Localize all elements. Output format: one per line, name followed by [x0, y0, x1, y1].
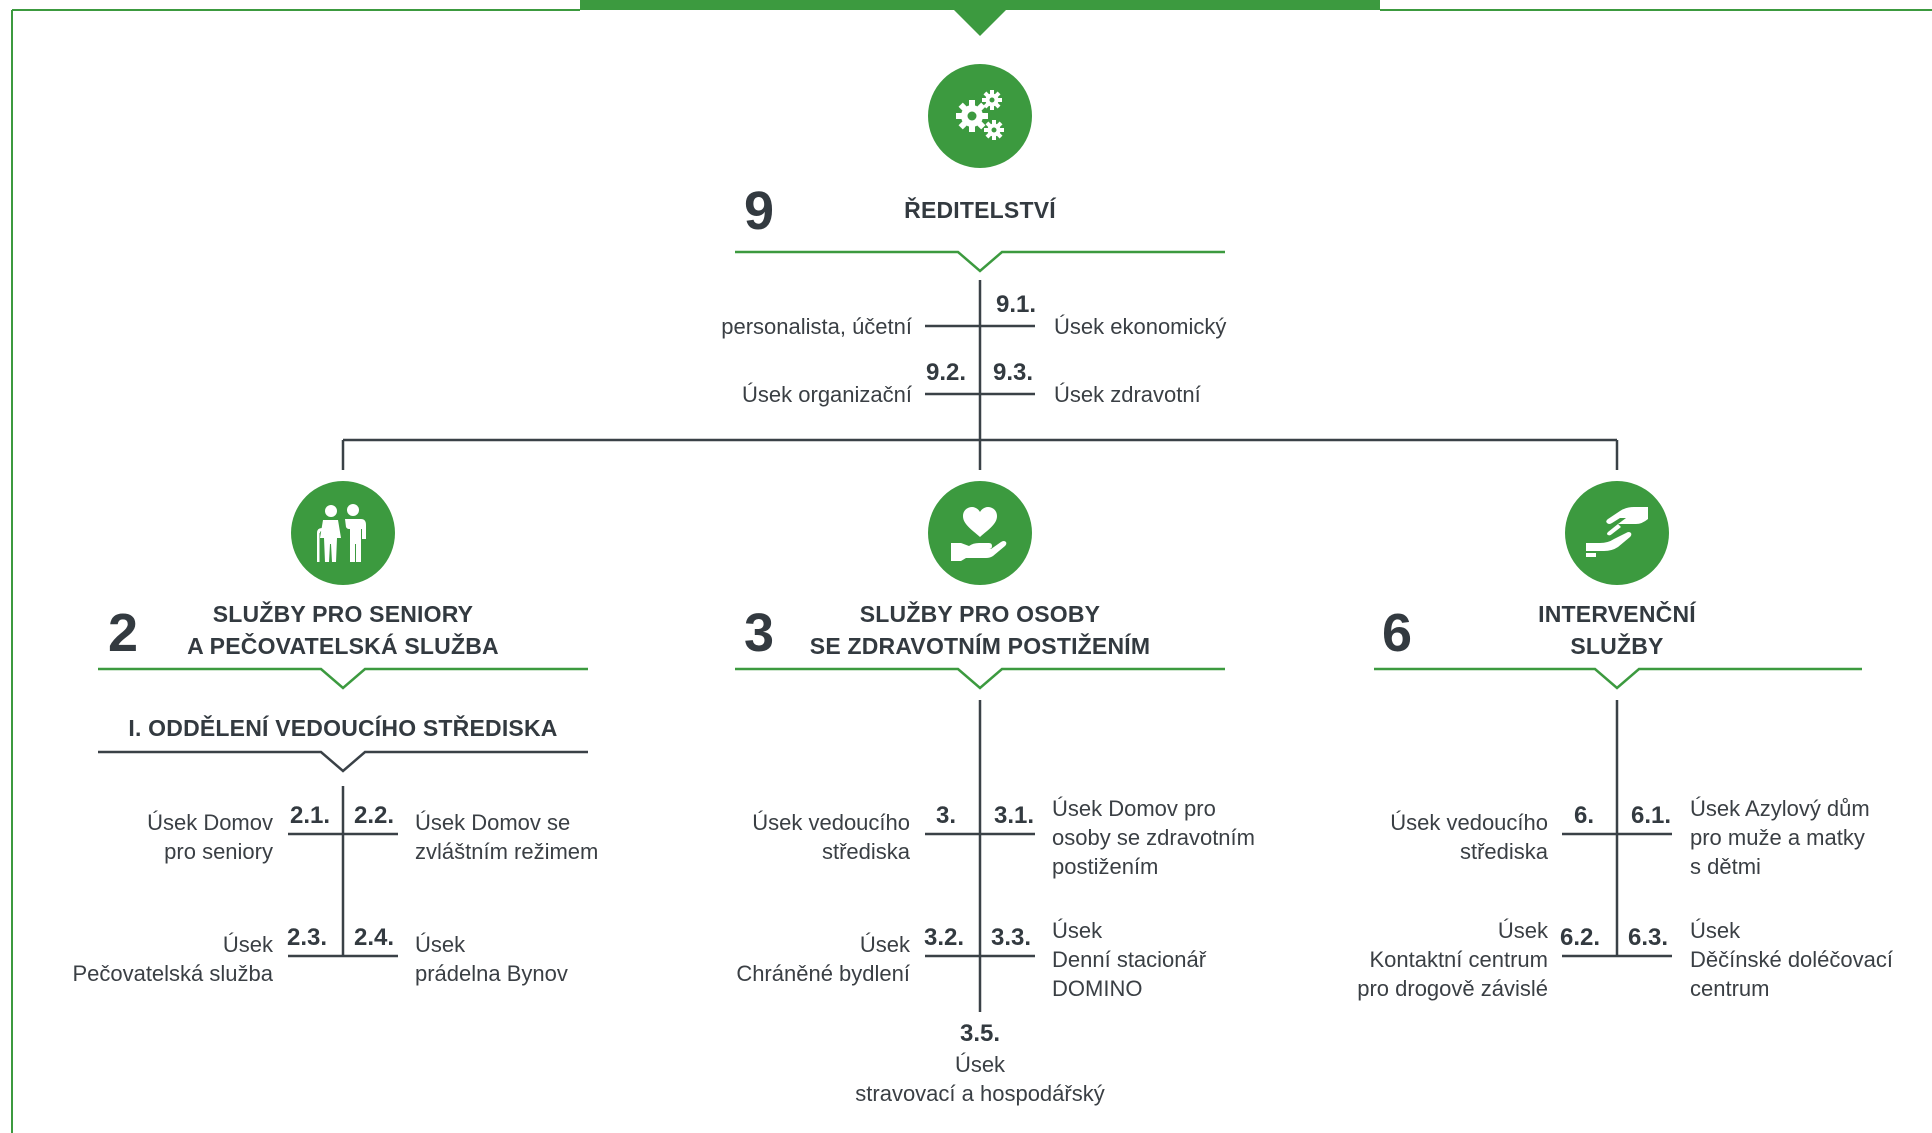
- unit-title-branch-6-line2: SLUŽBY: [1570, 633, 1664, 659]
- unit-title-branch-3: SLUŽBY PRO OSOBY SE ZDRAVOTNÍM POSTIŽENÍ…: [780, 598, 1180, 662]
- heart-in-hand-icon-circle: [928, 481, 1032, 585]
- label-2-2: Úsek Domov se zvláštním režimem: [415, 810, 599, 864]
- unit-number-2: 2: [108, 603, 139, 663]
- label-3-2: Úsek Chráněné bydlení: [736, 932, 910, 986]
- gears-icon: [956, 90, 1004, 140]
- label-6-2: Úsek Kontaktní centrum pro drogově závis…: [1357, 918, 1548, 1001]
- unit-number-9: 9: [744, 181, 775, 241]
- unit-number-6: 6: [1382, 603, 1413, 663]
- label-2-4: Úsek prádelna Bynov: [415, 932, 568, 986]
- label-personalista: personalista, účetní: [721, 314, 912, 339]
- helping-hands-icon-circle: [1565, 481, 1669, 585]
- label-9-2: Úsek organizační: [742, 382, 912, 407]
- divider-branch-3: [735, 667, 1225, 690]
- code-3-2: 3.2.: [924, 924, 965, 951]
- label-3: Úsek vedoucího střediska: [752, 810, 910, 864]
- label-6-1: Úsek Azylový dům pro muže a matky s dětm…: [1690, 796, 1870, 879]
- subheader-branch-2: I. ODDĚLENÍ VEDOUCÍHO STŘEDISKA: [128, 715, 558, 741]
- label-6-3: Úsek Děčínské doléčovací centrum: [1690, 918, 1893, 1001]
- code-2-2: 2.2.: [354, 802, 395, 829]
- label-2-3: Úsek Pečovatelská služba: [72, 932, 273, 986]
- code-3-1: 3.1.: [994, 802, 1035, 829]
- unit-number-3: 3: [744, 603, 775, 663]
- code-2-3: 2.3.: [287, 924, 328, 951]
- code-3: 3.: [936, 802, 957, 829]
- code-6-2: 6.2.: [1560, 924, 1601, 951]
- code-9-1: 9.1.: [996, 291, 1037, 318]
- label-9-3: Úsek zdravotní: [1054, 382, 1201, 407]
- label-6: Úsek vedoucího střediska: [1390, 810, 1548, 864]
- label-3-3: Úsek Denní stacionář DOMINO: [1052, 918, 1207, 1001]
- code-2-4: 2.4.: [354, 924, 395, 951]
- top-banner: [580, 0, 1380, 10]
- divider-subheader: [98, 750, 588, 773]
- code-3-5: 3.5.: [959, 1020, 1001, 1047]
- divider-branch-2: [98, 667, 588, 690]
- label-3-1: Úsek Domov pro osoby se zdravotním posti…: [1052, 796, 1255, 879]
- code-6-1: 6.1.: [1631, 802, 1672, 829]
- unit-title-branch-2: SLUŽBY PRO SENIORY A PEČOVATELSKÁ SLUŽBA: [158, 598, 528, 662]
- code-9-2: 9.2.: [926, 359, 967, 386]
- code-2-1: 2.1.: [290, 802, 331, 829]
- code-6: 6.: [1574, 802, 1595, 829]
- unit-title-branch-2-line2: A PEČOVATELSKÁ SLUŽBA: [187, 633, 499, 659]
- label-9-1: Úsek ekonomický: [1054, 314, 1227, 339]
- helping-hands-icon: [1586, 507, 1648, 557]
- code-3-3: 3.3.: [991, 924, 1032, 951]
- seniors-icon: [317, 504, 366, 562]
- unit-title-branch-6-line1: INTERVENČNÍ: [1538, 601, 1696, 627]
- unit-title-branch-3-line2: SE ZDRAVOTNÍM POSTIŽENÍM: [809, 633, 1151, 659]
- code-6-3: 6.3.: [1628, 924, 1669, 951]
- heart-in-hand-icon: [951, 507, 1007, 561]
- unit-title-reditelstvi: ŘEDITELSTVÍ: [904, 197, 1056, 223]
- unit-title-branch-6: INTERVENČNÍ SLUŽBY: [1467, 598, 1767, 662]
- top-banner-pointer: [952, 8, 1008, 36]
- unit-title-branch-3-line1: SLUŽBY PRO OSOBY: [859, 601, 1101, 627]
- seniors-icon-circle: [291, 481, 395, 585]
- unit-title-branch-2-line1: SLUŽBY PRO SENIORY: [212, 601, 474, 627]
- divider-branch-6: [1374, 667, 1862, 690]
- label-2-1: Úsek Domov pro seniory: [147, 810, 273, 864]
- label-3-5: Úsek stravovací a hospodářský: [855, 1052, 1105, 1106]
- gears-icon-circle: [928, 64, 1032, 168]
- top-divider: [735, 250, 1225, 273]
- code-9-3: 9.3.: [993, 359, 1034, 386]
